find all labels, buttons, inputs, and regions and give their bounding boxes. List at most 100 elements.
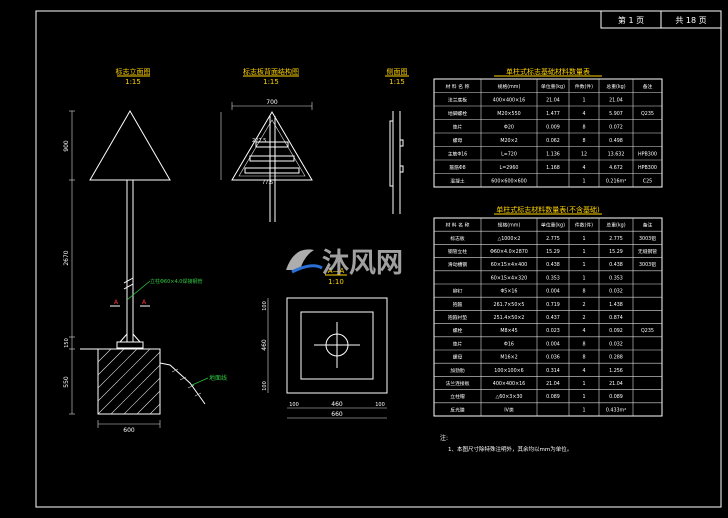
watermark-text: 沐风网 (322, 248, 403, 279)
sign-triangle (89, 110, 171, 181)
table-header-cell: 总重(kg) (606, 222, 625, 229)
table-cell: 0.004 (546, 289, 560, 295)
table-cell: HPB300 (638, 165, 657, 171)
dim-panel-b: 77.5 (262, 180, 273, 186)
dim-base-h1: 100 (289, 402, 299, 408)
page-total: 共 18 页 (675, 16, 706, 25)
table-cell: 1.256 (609, 368, 623, 374)
table-cell: 1 (582, 407, 585, 413)
table-cell: 8 (582, 138, 585, 144)
table-cell: C25 (643, 178, 652, 184)
table-cell: 1 (582, 262, 585, 268)
table-cell: 螺母 (453, 354, 463, 361)
table-frame (433, 217, 663, 417)
table-cell: Q235 (641, 328, 654, 334)
panel-view: 标志板背面结构图 1:15 700 227.5 77.5 (220, 67, 313, 222)
dim-base-v1: 100 (262, 301, 268, 311)
table-cell: 1 (582, 275, 585, 281)
table-cell: 反光膜 (450, 406, 465, 413)
table-cell: 400×400×16 (493, 381, 525, 387)
table-cell: 4 (582, 111, 585, 117)
dim-front-h4: 550 (63, 376, 70, 388)
table-cell: 21.04 (609, 381, 623, 387)
table-cell: 0.023 (546, 328, 560, 334)
post-label: 立柱Φ60×4.0焊接钢管 (150, 278, 202, 285)
table-cell: L=2960 (500, 165, 519, 171)
table-cell: 箍筋Φ8 (449, 164, 465, 171)
foundation-material-table: 单柱式标志基础材料数量表材 料 名 称规格(mm)单位重(kg)件数(件)总重(… (433, 67, 663, 188)
table-cell: M20×550 (497, 111, 520, 117)
table-cell: 1 (582, 394, 585, 400)
table-header-cell: 备注 (643, 83, 653, 90)
table-cell: M8×45 (500, 328, 517, 334)
side-view: 侧面图 1:15 (385, 67, 409, 214)
table-cell: Φ20 (504, 124, 514, 130)
table-cell: 0.438 (609, 262, 623, 268)
drawing-frame (35, 10, 722, 508)
table-cell: 无缝钢管 (638, 248, 657, 255)
notes-line-1: 1、本图尺寸除特殊注明外，其余均以mm为单位。 (448, 445, 572, 453)
table-cell: 400×400×16 (493, 97, 525, 103)
table-cell: 13.632 (608, 151, 625, 157)
table-header-cell: 规格(mm) (498, 222, 521, 229)
table-cell: 抱箍 (453, 301, 463, 308)
table-cell: 铆钉 (453, 288, 463, 295)
title-block: 第 1 页 共 18 页 (600, 10, 722, 29)
dim-base-total: 660 (331, 411, 343, 418)
table-cell: △1000×2 (498, 236, 521, 242)
table-cell: 1.438 (609, 302, 623, 308)
table-cell: 0.433m² (606, 407, 626, 413)
table-cell: 3003铝 (639, 261, 656, 268)
table-header-row: 材 料 名 称规格(mm)单位重(kg)件数(件)总重(kg)备注 (446, 83, 653, 90)
base-view-title: A—A (328, 267, 345, 275)
table-cell: 60×15×4×320 (491, 275, 527, 281)
table-cell: 8 (582, 124, 585, 130)
table-cell: HPB300 (638, 151, 657, 157)
table-cell: 0.089 (609, 394, 623, 400)
table-cell: 21.04 (546, 97, 560, 103)
table-cell: 4 (582, 165, 585, 171)
panel-triangle (231, 111, 313, 181)
table-cell: 0.062 (546, 138, 560, 144)
watermark: 沐风网 (286, 248, 403, 279)
dim-front-h3: 150 (64, 338, 70, 348)
table-cell: 0.353 (609, 275, 623, 281)
table-cell: 600×600×600 (491, 178, 527, 184)
dim-front-h1: 900 (63, 140, 70, 152)
table-cell: 0.072 (609, 124, 623, 130)
table-cell: 1.136 (546, 151, 560, 157)
dim-base-h3: 100 (375, 402, 385, 408)
table-cell: 钢管立柱 (448, 248, 467, 255)
dim-base-v2: 460 (261, 339, 268, 351)
table-cell: 261.7×50×5 (494, 302, 525, 308)
dim-base-v3: 100 (262, 381, 268, 391)
watermark-swoosh-icon (291, 264, 323, 274)
table-cell: 标志板 (450, 235, 465, 242)
table-cell: Φ16 (504, 341, 514, 347)
table-cell: 0.874 (609, 315, 623, 321)
table-cell: 地脚螺栓 (448, 110, 467, 117)
table-cell: 1 (582, 381, 585, 387)
table-cell: 1.477 (546, 111, 560, 117)
table-header-cell: 材 料 名 称 (446, 222, 470, 229)
section-mark-right: A (142, 299, 147, 306)
ground-label: 地面线 (209, 374, 227, 382)
sign-material-table: 单柱式标志材料数量表(不含基础)材 料 名 称规格(mm)单位重(kg)件数(件… (433, 205, 663, 417)
notes-heading: 注: (440, 434, 448, 442)
table-cell: 0.288 (609, 355, 623, 361)
table-cell: 立柱帽 (450, 393, 465, 400)
table-cell: 4 (582, 328, 585, 334)
table-cell: 垫片 (453, 123, 463, 130)
watermark-logo-icon (286, 249, 314, 270)
